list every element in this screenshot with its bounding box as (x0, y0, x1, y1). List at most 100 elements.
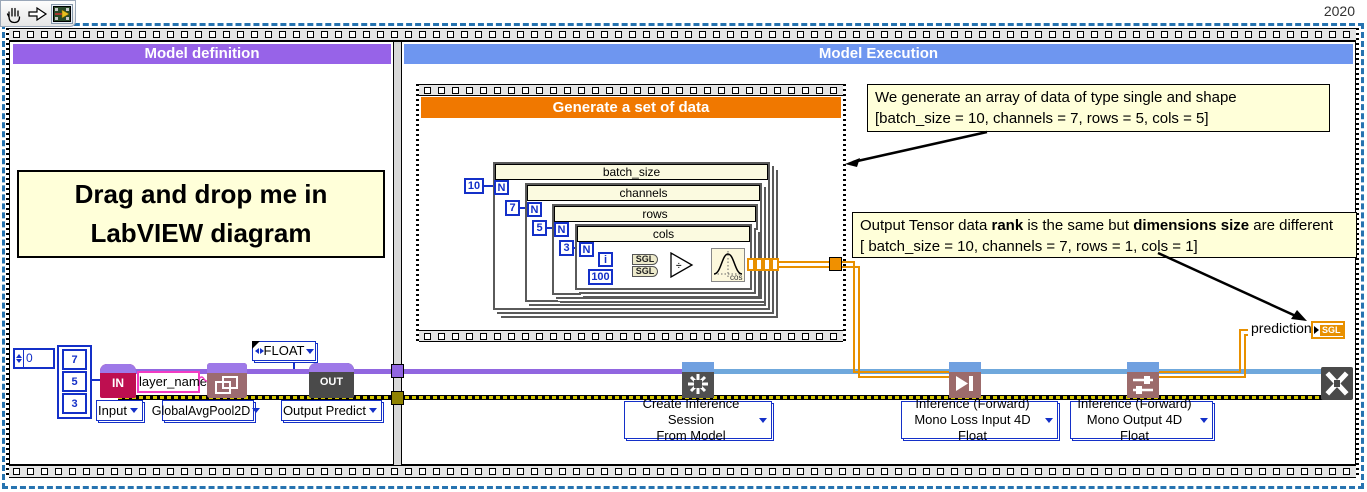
float-enum-constant[interactable]: FLOAT (252, 341, 316, 361)
generate-border-top (419, 84, 843, 96)
array-wire (842, 266, 860, 268)
array-value-1[interactable]: 5 (62, 371, 87, 392)
hand-tool-icon[interactable] (5, 4, 24, 24)
divide-node[interactable]: ÷ (670, 252, 694, 278)
array-index-control[interactable]: 0 (13, 348, 55, 369)
output-node-band (1127, 362, 1159, 372)
inference-output-selector[interactable]: Inference (Forward) Mono Output 4D Float (1070, 396, 1213, 443)
in-node-band (100, 364, 136, 373)
prediction-wire (1159, 376, 1246, 378)
to-sgl-node-1[interactable]: SGL (632, 254, 658, 265)
model-input-node[interactable]: IN (100, 364, 136, 398)
loop-tunnel (755, 258, 763, 271)
dropdown-arrow-icon[interactable] (252, 408, 261, 413)
array-wire (779, 266, 830, 268)
array-wire (858, 376, 950, 378)
count-wire (520, 207, 527, 209)
drag-drop-note: Drag and drop me in LabVIEW diagram (17, 170, 385, 258)
dropdown-arrow-icon[interactable] (369, 408, 377, 413)
dropdown-arrow-icon[interactable] (130, 408, 138, 413)
array-wire (779, 261, 830, 263)
loss-node-band (949, 362, 981, 372)
inference-loss-label: Inference (Forward) Mono Loss Input 4D F… (914, 396, 1031, 443)
array-wire (842, 261, 855, 263)
sequence-border-left (6, 28, 9, 478)
inference-loss-selector[interactable]: Inference (Forward) Mono Loss Input 4D F… (901, 396, 1058, 443)
sgl-type-chip: SGL (1320, 324, 1343, 336)
starburst-icon (686, 372, 710, 396)
model-execution-header: Model Execution (404, 44, 1353, 64)
generate-border-left (416, 84, 419, 342)
prediction-wire (1244, 334, 1246, 378)
session-wire (710, 369, 1324, 374)
shape-wire (92, 379, 104, 381)
pool-selector[interactable]: GlobalAvgPool2D (152, 400, 261, 421)
toolbar (0, 0, 76, 27)
create-session-node[interactable] (682, 362, 714, 398)
generate-border-bottom (419, 330, 843, 342)
loop-label-cols: cols (577, 226, 750, 242)
wire-arrow-tool-icon[interactable] (27, 4, 48, 24)
comment-line: We generate an array of data of type sin… (875, 89, 1237, 106)
array-index-value[interactable]: 0 (26, 351, 33, 365)
edit-frames-tool-icon[interactable] (51, 3, 73, 24)
folded-corner-icon (252, 341, 260, 349)
create-session-selector[interactable]: Create Inference Session From Model (624, 396, 772, 443)
pool-node-band (207, 363, 247, 373)
divisor-constant[interactable]: 100 (588, 269, 613, 285)
layers-icon (214, 375, 240, 395)
inference-output-node[interactable] (1127, 362, 1159, 398)
pool-layer-node[interactable] (207, 363, 247, 398)
model-wire-tunnel (391, 364, 404, 378)
model-definition-header: Model definition (13, 44, 391, 64)
array-bracket (1343, 324, 1345, 336)
output-selector-label: Output Predict (282, 402, 367, 418)
iteration-terminal: i (598, 252, 613, 267)
comment-line: [ batch_size = 10, channels = 7, rows = … (860, 238, 1198, 255)
generate-header: Generate a set of data (421, 97, 841, 118)
n-terminal-batch-size: N (494, 180, 509, 195)
cosine-node[interactable]: cos (711, 248, 745, 282)
sliders-icon (1131, 374, 1155, 396)
dropdown-arrow-icon[interactable] (759, 417, 767, 423)
spinner-up-icon[interactable] (16, 354, 22, 358)
index-spinner[interactable] (15, 350, 24, 367)
inference-output-label: Inference (Forward) Mono Output 4D Float (1077, 396, 1192, 443)
dropdown-arrow-icon[interactable] (1045, 417, 1053, 423)
model-output-node[interactable]: OUT (309, 363, 354, 398)
svg-text:÷: ÷ (676, 261, 682, 272)
count-channels[interactable]: 7 (505, 200, 520, 216)
create-session-label: Create Inference Session From Model (642, 396, 740, 443)
error-wire (118, 395, 1331, 400)
selection-marquee (2, 23, 1364, 489)
to-sgl-node-2[interactable]: SGL (632, 266, 658, 277)
destroy-session-node[interactable] (1321, 367, 1353, 400)
array-value-0[interactable]: 7 (62, 349, 87, 370)
count-batch-size[interactable]: 10 (464, 178, 484, 194)
dropdown-arrow-icon[interactable] (306, 348, 315, 354)
svg-text:cos: cos (730, 273, 742, 282)
comment-generate-shape: We generate an array of data of type sin… (867, 84, 1330, 132)
input-selector-label: Input (98, 402, 127, 418)
count-cols[interactable]: 3 (559, 240, 574, 256)
loop-tunnel (763, 258, 771, 271)
prediction-indicator[interactable]: SGL (1311, 321, 1345, 339)
enum-icon (254, 348, 264, 354)
for-loop-channels (525, 183, 762, 302)
loop-label-rows: rows (554, 206, 756, 222)
dropdown-arrow-icon[interactable] (1200, 417, 1208, 423)
layer-name-constant[interactable]: layer_name (137, 371, 207, 393)
labview-version: 2020 (1323, 3, 1355, 19)
sequence-border-bottom (8, 465, 1357, 478)
output-selector[interactable]: Output Predict (281, 400, 382, 421)
prediction-label: prediction (1248, 320, 1315, 336)
input-selector[interactable]: Input (96, 400, 143, 421)
count-rows[interactable]: 5 (532, 220, 547, 236)
shape-array-constant[interactable]: 7 5 3 (57, 345, 92, 419)
spinner-down-icon[interactable] (16, 359, 22, 363)
float-enum-label: FLOAT (263, 343, 305, 358)
float-wire (293, 361, 295, 371)
inference-loss-input-node[interactable] (949, 362, 981, 398)
array-value-2[interactable]: 3 (62, 393, 87, 414)
